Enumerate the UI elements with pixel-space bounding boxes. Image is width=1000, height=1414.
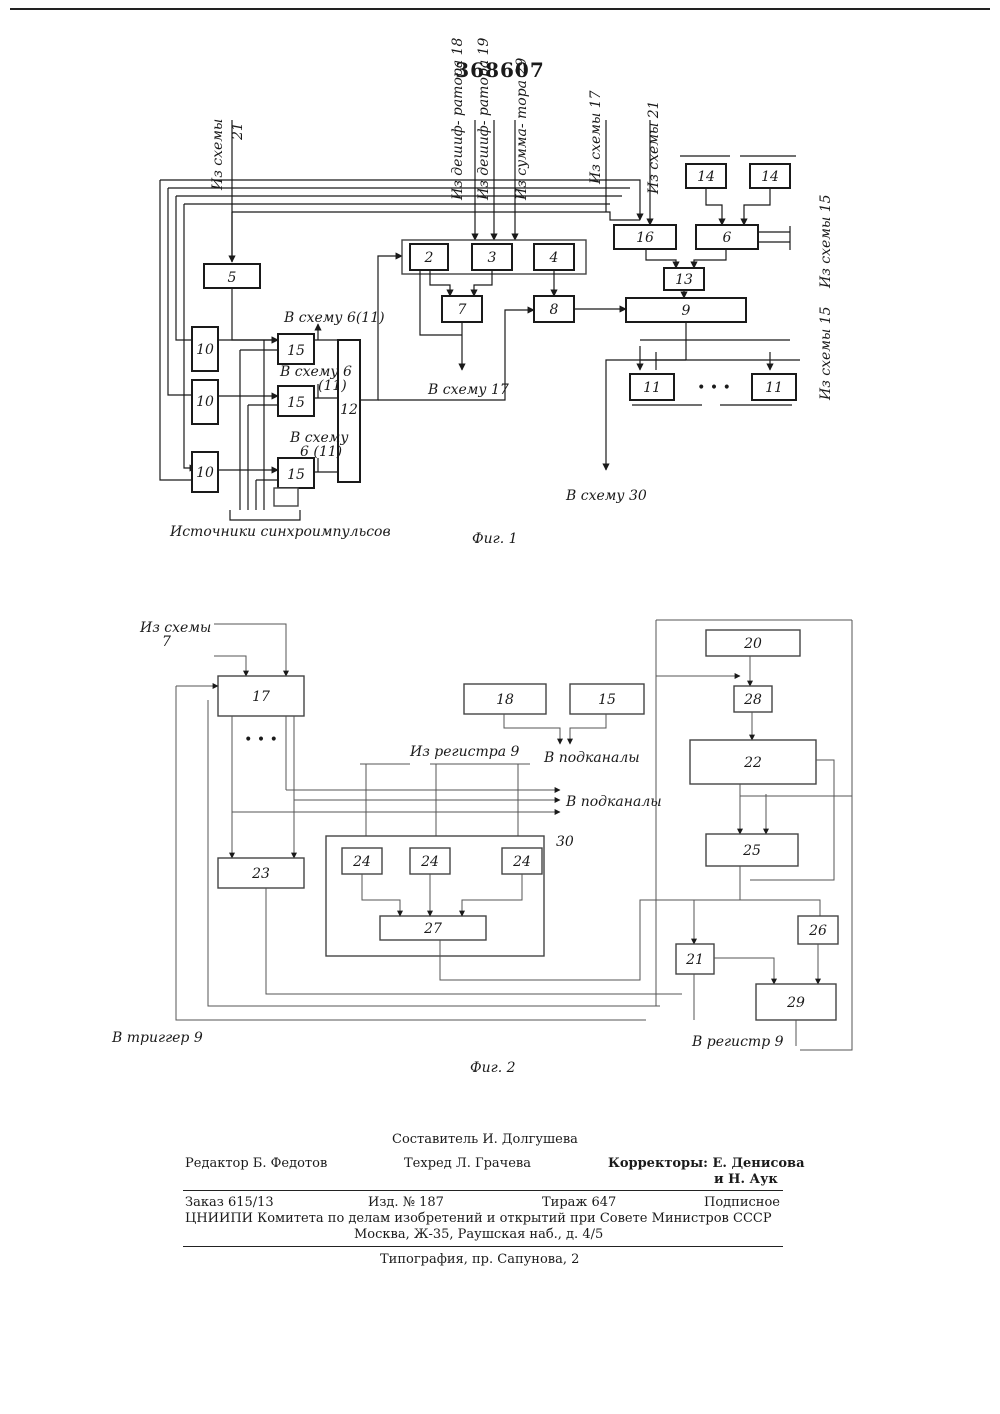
credit-podpisnoe: Подписное bbox=[704, 1195, 780, 1210]
credit-address: Москва, Ж-35, Раушская наб., д. 4/5 bbox=[354, 1227, 603, 1242]
credit-techred: Техред Л. Грачева bbox=[404, 1156, 531, 1171]
credit-tirazh: Тираж 647 bbox=[542, 1195, 616, 1210]
credit-editor: Редактор Б. Федотов bbox=[185, 1156, 327, 1171]
credit-org: ЦНИИПИ Комитета по делам изобретений и о… bbox=[185, 1211, 772, 1226]
credit-correctors-2: и Н. Аук bbox=[714, 1172, 778, 1187]
credit-order: Заказ 615/13 bbox=[185, 1195, 274, 1210]
credits-divider-bottom bbox=[183, 1246, 783, 1247]
credit-izd: Изд. № 187 bbox=[368, 1195, 444, 1210]
credit-typography: Типография, пр. Сапунова, 2 bbox=[380, 1252, 579, 1267]
credit-correctors: Корректоры: Е. Денисова bbox=[608, 1156, 805, 1171]
credits-divider-top bbox=[183, 1190, 783, 1191]
credit-compiler: Составитель И. Долгушева bbox=[392, 1132, 578, 1147]
